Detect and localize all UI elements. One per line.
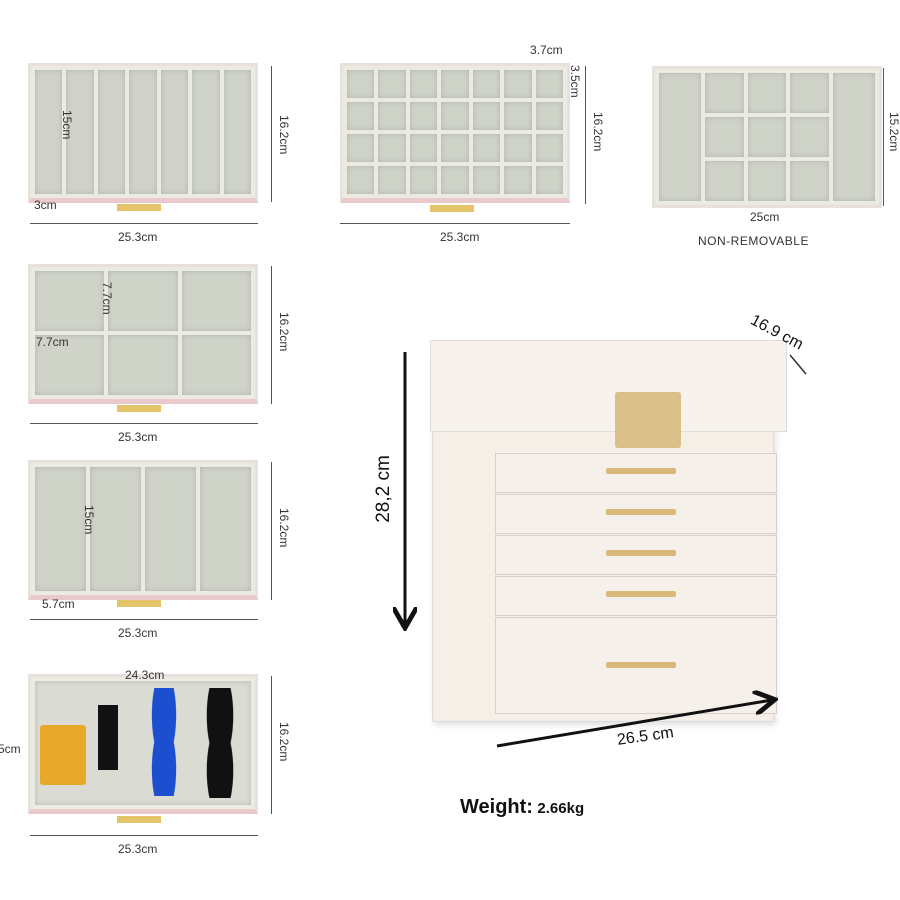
height-dimension-line (585, 66, 586, 204)
drawer-handle (606, 591, 676, 597)
width-label: 25.3cm (118, 430, 158, 444)
drawer-handle (606, 550, 676, 556)
drawer-handle (606, 468, 676, 474)
width-label: 25.3cm (440, 230, 480, 244)
tray-handle (117, 600, 161, 607)
ring-grid-tray (340, 63, 570, 203)
cell-width-label: 7.7cm (36, 335, 69, 349)
tray-handle (117, 204, 161, 211)
necklace-tray (28, 63, 258, 203)
lipstick (98, 705, 118, 770)
height-label: 16.2cm (277, 115, 291, 155)
cell-height-label: 3.5cm (568, 65, 582, 98)
width-dimension-line (30, 223, 258, 224)
width-arrow (496, 700, 772, 748)
four-section-tray (28, 460, 258, 600)
drawer-3 (495, 535, 777, 575)
drawer-4 (495, 576, 777, 616)
depth-arrow (789, 354, 807, 375)
height-label: 16.2cm (277, 722, 291, 762)
weight-label: Weight: (460, 796, 533, 818)
width-label: 25cm (750, 210, 780, 224)
height-label: 15.2cm (887, 112, 900, 152)
drawer-1 (495, 453, 777, 493)
jewelry-box-lid (430, 340, 787, 432)
depth-partial-label: 5cm (0, 742, 21, 756)
compartment-width-label: 5.7cm (42, 597, 75, 611)
weight: Weight: 2.66kg (460, 796, 584, 819)
top-tray (652, 66, 882, 208)
weight-value: 2.66kg (537, 800, 585, 817)
width-dimension-line (30, 835, 258, 836)
width-dimension-line (340, 223, 570, 224)
width-dimension-line (30, 619, 258, 620)
height-label: 16.2cm (277, 508, 291, 548)
sunglasses-black (196, 688, 244, 798)
inner-width-label: 24.3cm (125, 668, 165, 682)
tray-handle (430, 205, 474, 212)
compartment-length-label: 15cm (82, 505, 96, 535)
drawer-handle (606, 509, 676, 515)
bracelet-tray (28, 264, 258, 404)
width-label: 25.3cm (118, 230, 158, 244)
height-dimension-line (271, 676, 272, 814)
compartment-width-label: 3cm (34, 198, 57, 212)
width-label: 25.3cm (118, 626, 158, 640)
drawer-2 (495, 494, 777, 534)
box-height-label: 28,2 cm (372, 455, 394, 523)
gold-clasp (615, 392, 681, 448)
height-dimension-line (271, 266, 272, 404)
height-label: 16.2cm (591, 112, 605, 152)
drawer-handle (606, 662, 676, 668)
height-label: 16.2cm (277, 312, 291, 352)
non-removable-note: NON-REMOVABLE (698, 234, 809, 248)
height-dimension-line (271, 462, 272, 600)
compartment-length-label: 15cm (60, 110, 74, 140)
height-dimension-line (271, 66, 272, 202)
perfume-bottle (40, 725, 86, 785)
drawer-5 (495, 617, 777, 714)
sunglasses-blue (142, 688, 186, 796)
cell-height-label: 7.7cm (100, 282, 114, 315)
tray-handle (117, 816, 161, 823)
width-dimension-line (30, 423, 258, 424)
height-dimension-line (883, 68, 884, 206)
width-label: 25.3cm (118, 842, 158, 856)
cell-width-label: 3.7cm (530, 43, 563, 57)
tray-handle (117, 405, 161, 412)
